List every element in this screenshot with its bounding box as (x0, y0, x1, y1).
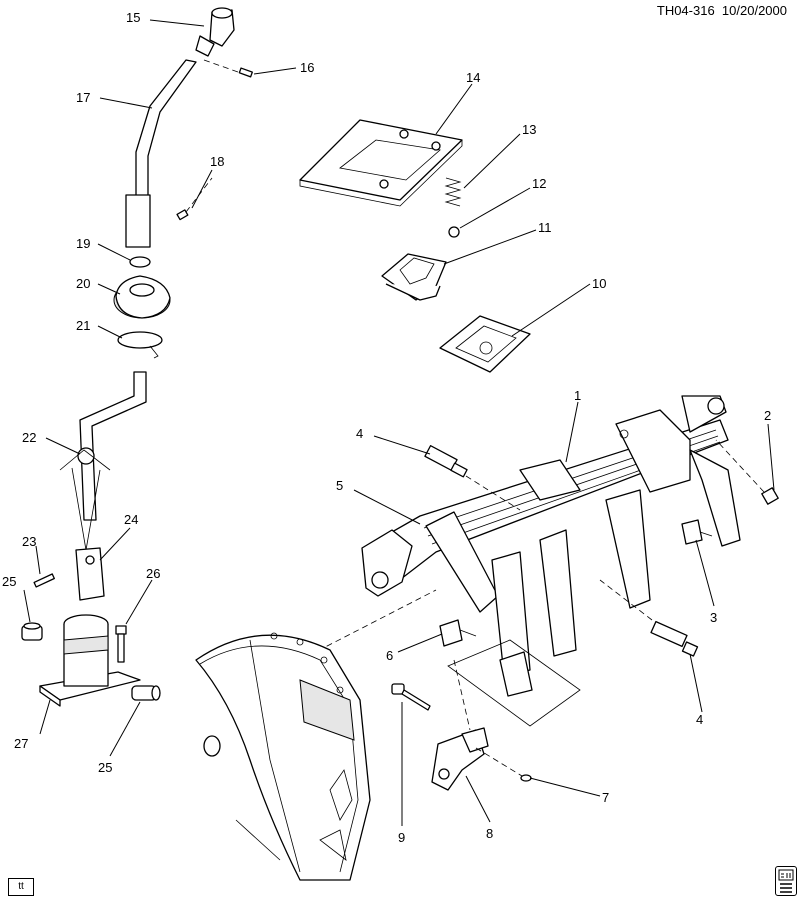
boot-20 (113, 275, 171, 319)
cover-plate-14 (299, 119, 463, 207)
shift-knob (195, 7, 235, 57)
bell-housing (195, 632, 371, 881)
callout-5: 5 (336, 478, 343, 493)
pin-23 (33, 573, 55, 588)
bolt-9 (391, 683, 431, 711)
diagram-code-box: tt (8, 878, 34, 896)
callout-23: 23 (22, 534, 36, 549)
callout-2: 2 (764, 408, 771, 423)
drawing-id: TH04-316 (656, 3, 715, 18)
guide-plate-10 (439, 315, 531, 373)
shift-lever-upper (125, 59, 197, 248)
callout-27: 27 (14, 736, 28, 751)
callout-labels: 1 2 3 4 4 5 6 7 8 9 10 11 12 13 14 15 16… (2, 10, 771, 845)
callout-19: 19 (76, 236, 90, 251)
bolt-2 (715, 439, 779, 505)
plug-25a (21, 622, 43, 641)
callout-16: 16 (300, 60, 314, 75)
pivot-bracket-24 (75, 547, 105, 601)
callout-6: 6 (386, 648, 393, 663)
ball-12 (448, 226, 460, 238)
callout-12: 12 (532, 176, 546, 191)
callout-18: 18 (210, 154, 224, 169)
callout-4: 4 (356, 426, 363, 441)
drawing-date: 10/20/2000 (721, 3, 787, 18)
interlock-3 (681, 519, 713, 545)
callout-4: 4 (696, 712, 703, 727)
drawing-header: TH04-316 10/20/2000 (657, 3, 787, 18)
callout-7: 7 (602, 790, 609, 805)
ring-19 (129, 256, 151, 268)
bolt-26 (115, 625, 127, 663)
clamp-ring-21 (117, 331, 163, 359)
callout-11: 11 (538, 220, 552, 235)
callout-24: 24 (124, 512, 138, 527)
shift-lever-lower-22 (59, 371, 147, 551)
callout-20: 20 (76, 276, 90, 291)
callout-21: 21 (76, 318, 90, 333)
callout-9: 9 (398, 830, 405, 845)
set-screw-18 (176, 177, 213, 221)
callout-22: 22 (22, 430, 36, 445)
roll-pin-16 (203, 59, 253, 78)
leader-lines (23, 19, 775, 826)
shift-rail-housing-1 (361, 395, 741, 697)
spring-13 (444, 177, 462, 207)
callout-25: 25 (2, 574, 16, 589)
callout-13: 13 (522, 122, 536, 137)
detent-plunger-4a (424, 445, 521, 511)
callout-1: 1 (574, 388, 581, 403)
callout-25: 25 (98, 760, 112, 775)
callout-17: 17 (76, 90, 90, 105)
interlock-6 (439, 619, 477, 647)
callout-26: 26 (146, 566, 160, 581)
callout-10: 10 (592, 276, 606, 291)
callout-8: 8 (486, 826, 493, 841)
gate-11 (381, 253, 447, 301)
gm-spo-logo (775, 866, 797, 896)
reverse-lever-8 (431, 659, 489, 791)
plug-25b (131, 685, 161, 701)
callout-3: 3 (710, 610, 717, 625)
detent-plunger-4b (599, 579, 699, 657)
housing-27 (39, 614, 141, 707)
callout-14: 14 (466, 70, 480, 85)
callout-15: 15 (126, 10, 140, 25)
